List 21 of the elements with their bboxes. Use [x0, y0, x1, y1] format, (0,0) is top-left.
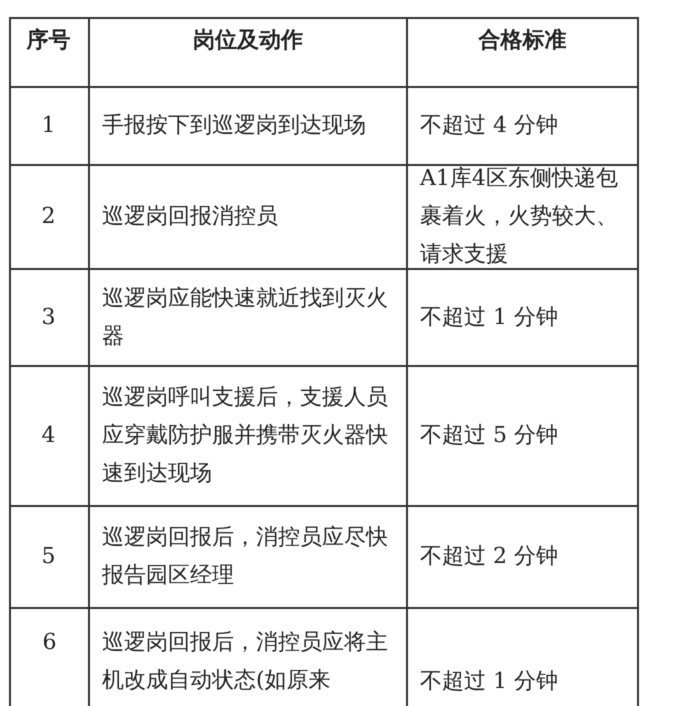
table-cell-text: 手报按下到巡逻岗到达现场 — [102, 112, 366, 140]
table-cell-text: 巡逻岗呼叫支援后，支援人员应穿戴防护服并携带灭火器快速到达现场 — [102, 384, 389, 488]
row-number: 1 — [42, 112, 56, 140]
column-header: 合格标准 — [478, 26, 566, 55]
table-cell-text: 不超过 4 分钟 — [420, 112, 558, 140]
row-number: 5 — [42, 543, 56, 571]
table-cell-text: 不超过 1 分钟 — [420, 668, 558, 696]
table-cell-text: 巡逻岗回报后，消控员应尽快报告园区经理 — [102, 524, 389, 590]
table-cell-text: 巡逻岗回报后，消控员应将主机改成自动状态(如原来 — [102, 629, 389, 695]
row-number: 2 — [42, 203, 56, 231]
column-header: 岗位及动作 — [193, 26, 303, 55]
table-cell-text: 不超过 2 分钟 — [420, 543, 558, 571]
table-cell-text: 不超过 1 分钟 — [420, 304, 558, 332]
table-cell-text: 不超过 5 分钟 — [420, 422, 558, 450]
row-number: 6 — [42, 629, 56, 657]
table-cell-text: A1库4区东侧快递包裹着火，火势较大、请求支援 — [420, 165, 619, 269]
table-cell-text: 巡逻岗回报消控员 — [102, 203, 278, 231]
row-number: 3 — [42, 304, 56, 332]
row-number: 4 — [42, 422, 56, 450]
table-cell-text: 巡逻岗应能快速就近找到灭火器 — [102, 284, 389, 350]
column-header: 序号 — [26, 26, 70, 55]
